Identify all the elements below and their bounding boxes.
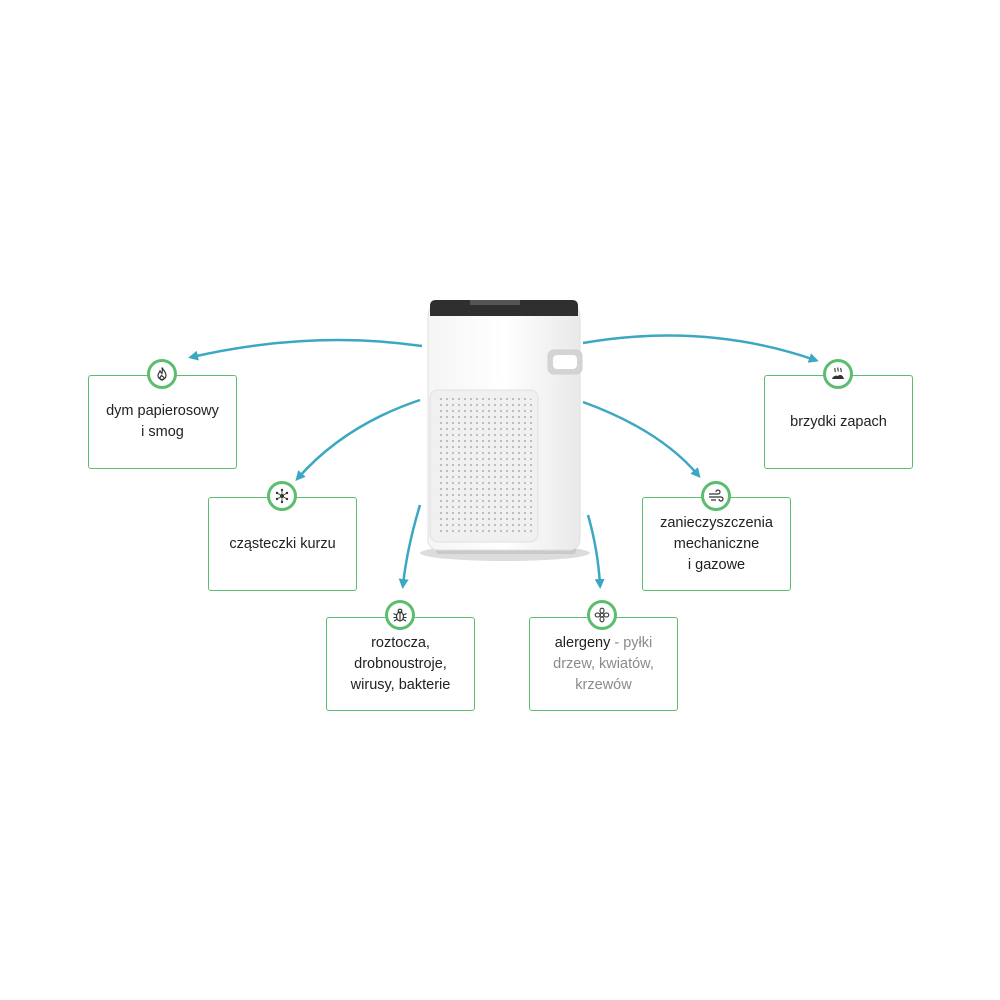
card-odor-text: brzydki zapach bbox=[790, 412, 887, 433]
card-mechanical-line-2: mechaniczne bbox=[673, 535, 760, 552]
card-mechanical-text: zanieczyszczenia mechaniczne i gazowe bbox=[660, 513, 773, 576]
card-dust-line-1: cząsteczki kurzu bbox=[229, 535, 336, 552]
card-microbes-text: roztocza, drobnoustroje, wirusy, bakteri… bbox=[351, 633, 451, 696]
flame-icon bbox=[147, 359, 177, 389]
card-allergens: alergeny - pyłki drzew, kwiatów, krzewów bbox=[529, 617, 678, 711]
card-mechanical-line-1: zanieczyszczenia bbox=[660, 514, 773, 531]
card-mechanical-line-3: i gazowe bbox=[687, 556, 746, 573]
odor-icon bbox=[823, 359, 853, 389]
card-dust-text: cząsteczki kurzu bbox=[229, 534, 335, 555]
card-microbes-line-1: roztocza, bbox=[371, 634, 430, 651]
card-smoke-text: dym papierosowy i smog bbox=[106, 401, 219, 443]
card-microbes-line-2: drobnoustroje, bbox=[354, 655, 447, 672]
card-smoke-line-2: i smog bbox=[141, 424, 184, 440]
arrow-to-dust bbox=[295, 398, 421, 481]
card-smoke-line-1: dym papierosowy bbox=[106, 403, 219, 419]
card-smoke: dym papierosowy i smog bbox=[88, 375, 237, 469]
arrow-to-smoke bbox=[188, 338, 423, 361]
flower-icon bbox=[587, 600, 617, 630]
card-allergens-secondary-2: drzew, kwiatów, bbox=[553, 655, 654, 672]
card-odor: brzydki zapach bbox=[764, 375, 913, 469]
arrow-to-allergens bbox=[586, 514, 605, 589]
arrow-to-mechanical bbox=[582, 400, 701, 479]
card-allergens-main: alergeny bbox=[554, 634, 611, 651]
card-microbes: roztocza, drobnoustroje, wirusy, bakteri… bbox=[326, 617, 475, 711]
card-allergens-secondary-1: - pyłki bbox=[614, 634, 653, 651]
wind-icon bbox=[701, 481, 731, 511]
arrow-to-microbes bbox=[398, 504, 422, 589]
card-dust: cząsteczki kurzu bbox=[208, 497, 357, 591]
card-mechanical: zanieczyszczenia mechaniczne i gazowe bbox=[642, 497, 791, 591]
card-allergens-secondary-3: krzewów bbox=[575, 676, 632, 693]
card-allergens-text: alergeny - pyłki drzew, kwiatów, krzewów bbox=[553, 633, 654, 696]
bug-icon bbox=[385, 600, 415, 630]
card-microbes-line-3: wirusy, bakterie bbox=[350, 676, 451, 693]
particles-icon bbox=[267, 481, 297, 511]
arrow-to-odor bbox=[582, 334, 819, 363]
card-odor-line-1: brzydki zapach bbox=[790, 413, 887, 430]
